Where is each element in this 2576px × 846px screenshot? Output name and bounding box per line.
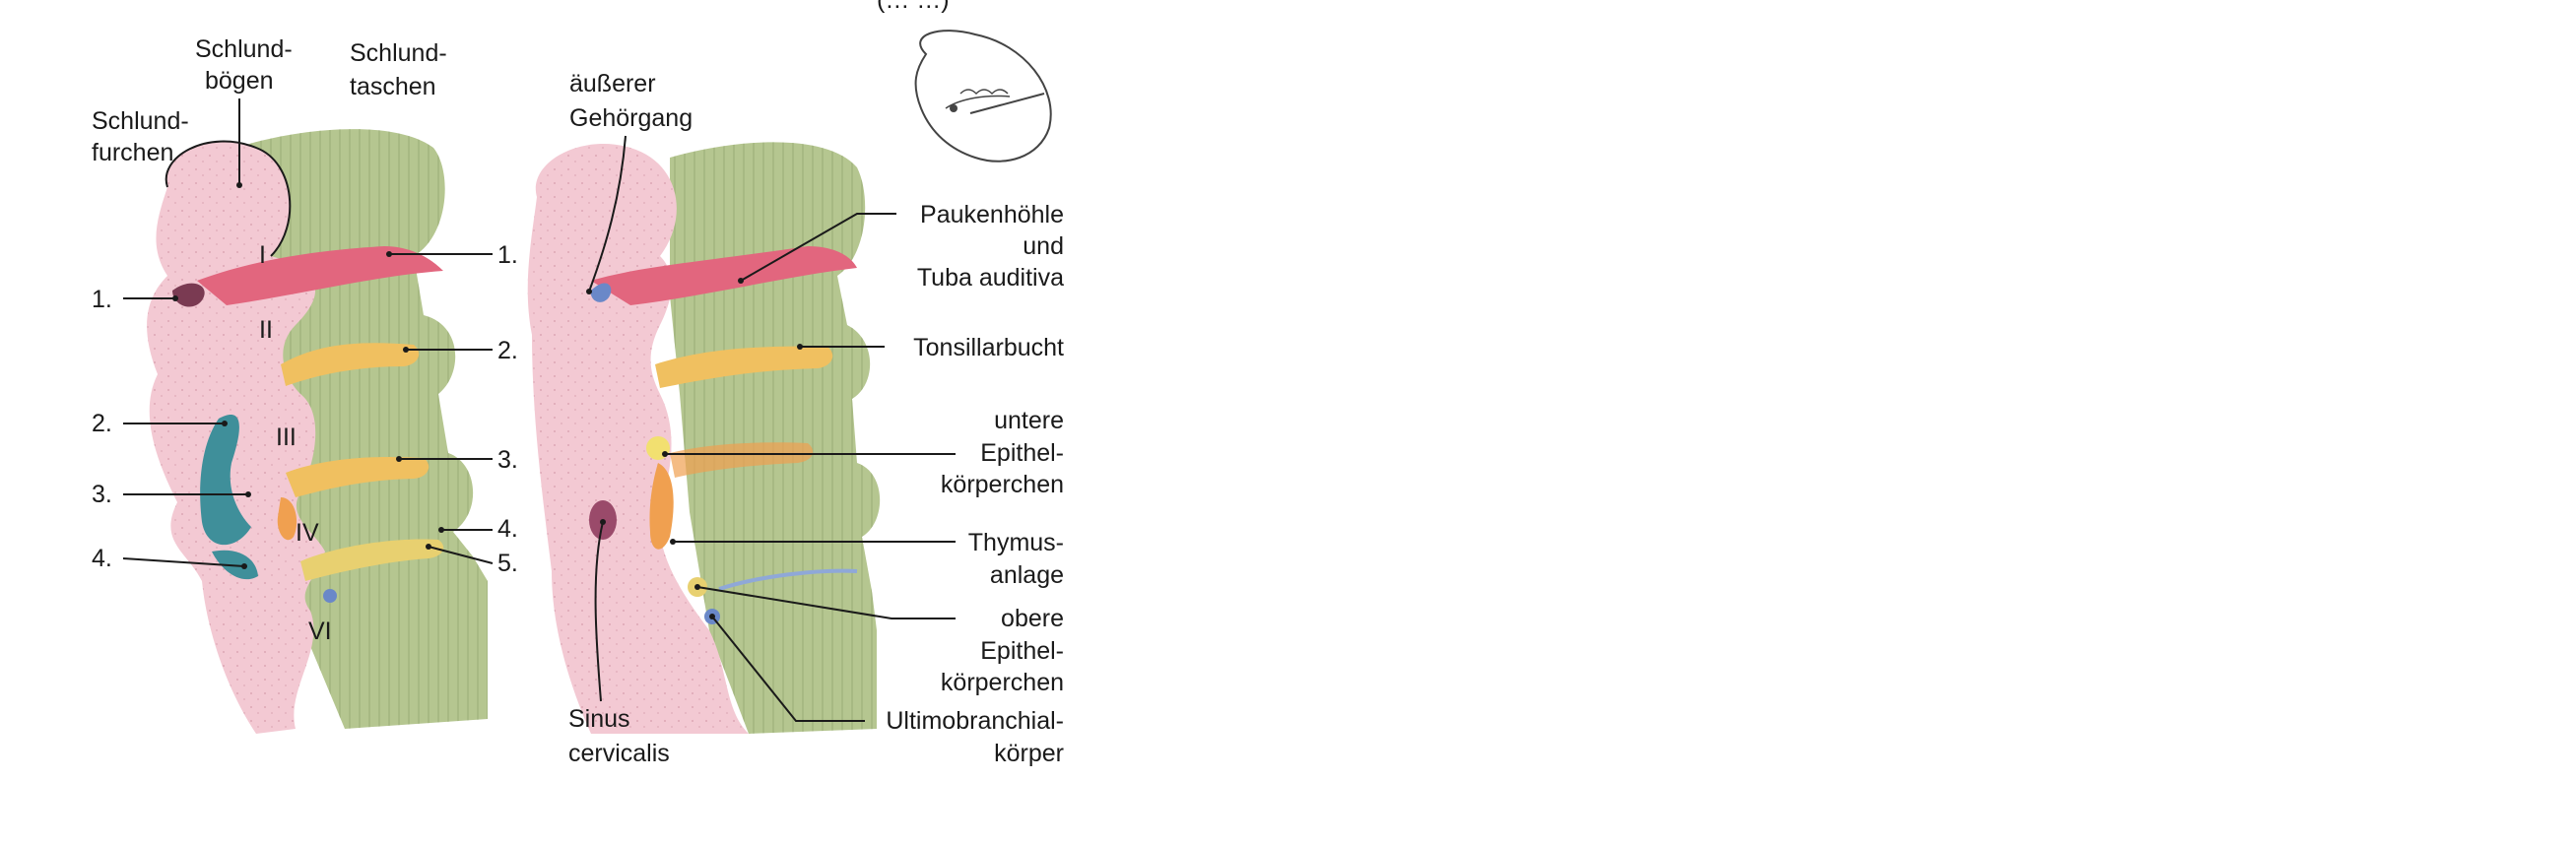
left-embryo-illustration: [147, 129, 488, 735]
upper-parathyroid-line2: Epithel-: [980, 637, 1064, 665]
pouch-5-leader: [428, 546, 494, 564]
heading-pouches-line2: taschen: [350, 73, 436, 100]
tympanic-pouch-red: [591, 246, 857, 305]
ultimobranchial-left: [323, 589, 337, 603]
second-pouch-yellow: [281, 343, 420, 386]
sinus-label-line2: cervicalis: [568, 740, 670, 767]
pouch-1-dot: [386, 251, 392, 257]
pouch-number-4: 4.: [497, 515, 518, 543]
heading-pouches-line1: Schlund-: [350, 39, 447, 67]
heading-clefts-line1: Schlund-: [92, 107, 189, 135]
sinus-leader: [594, 521, 604, 702]
heading-arches-line1: Schlund-: [195, 35, 293, 63]
first-cleft-notch: [172, 283, 205, 307]
embryo-inset-outline: [914, 30, 1052, 163]
cleft-2-dot: [222, 421, 228, 426]
fourth-pouch-yellow: [300, 539, 444, 581]
ear-canal-label-line2: Gehörgang: [569, 104, 693, 132]
tonsil-dot: [797, 344, 803, 350]
ultimobranchial-line1: Ultimobranchial-: [886, 707, 1064, 735]
thymus-dot: [670, 539, 676, 545]
arch-numeral-6: VI: [308, 618, 332, 645]
ultimobranchial-dot: [709, 614, 715, 619]
ultimobranchial-line2: körper: [994, 740, 1064, 767]
pouch-2-dot: [403, 347, 409, 353]
thymus-label-line1: Thymus-: [968, 529, 1064, 556]
tonsillar-yellow: [655, 346, 833, 388]
embryo-inset-sketch: [914, 30, 1052, 163]
upper-parathyroid-leader: [696, 586, 956, 619]
sinus-label-line1: Sinus: [568, 705, 630, 733]
cleft-number-3: 3.: [92, 481, 112, 508]
embryo-inset-bulges: [959, 89, 1009, 96]
pouch-number-1: 1.: [497, 241, 518, 269]
embryo-inset-arches: [945, 95, 1011, 109]
arch-numeral-3: III: [276, 423, 297, 451]
upper-parathyroid-line3: körperchen: [941, 669, 1064, 696]
pouch-4-dot: [438, 527, 444, 533]
tympanic-leader: [740, 213, 896, 282]
right-embryo-illustration: [527, 142, 881, 734]
heading-clefts-line2: furchen: [92, 139, 173, 166]
pouch-5-dot: [426, 544, 431, 550]
ear-canal-dot: [586, 289, 592, 294]
ear-canal-leader: [588, 135, 627, 293]
cleft-number-4: 4.: [92, 545, 112, 572]
sinus-dot: [600, 519, 606, 525]
thymus-bud-left: [277, 497, 297, 541]
pouch-3-dot: [396, 456, 402, 462]
ear-canal-label-line1: äußerer: [569, 70, 656, 98]
right-left-labels: äußerer Gehörgang Sinus cervicalis: [568, 70, 693, 767]
left-headings: Schlund- bögen Schlund- taschen Schlund-…: [92, 35, 447, 188]
tympanic-label-line2: und: [1023, 232, 1064, 260]
tympanic-label-line1: Paukenhöhle: [920, 201, 1064, 228]
pouch-number-labels: 1. 2. 3. 4. 5.: [386, 241, 518, 577]
lower-parathyroid-line3: körperchen: [941, 471, 1064, 498]
fourth-pouch-blue-edge: [718, 568, 858, 591]
heading-arches-line2: bögen: [205, 67, 274, 95]
cleft-4-dot: [241, 563, 247, 569]
third-pouch-yellow: [286, 456, 429, 497]
right-right-labels: Paukenhöhle und Tuba auditiva Tonsillarb…: [662, 201, 1064, 767]
tympanic-dot: [738, 278, 744, 284]
pouch-number-3: 3.: [497, 446, 518, 474]
embryo-inset-eye: [950, 104, 958, 112]
arch-numerals: I II III IV VI: [259, 241, 332, 645]
cervical-sinus-teal: [200, 415, 251, 546]
arch-outline: [165, 140, 292, 257]
lower-parathyroid-dot: [662, 451, 668, 457]
arch-numeral-4: IV: [296, 519, 319, 547]
first-pouch-red: [197, 246, 443, 305]
lower-parathyroid-line2: Epithel-: [980, 439, 1064, 467]
right-pink-texture: [527, 144, 749, 734]
lower-parathyroid-line1: untere: [994, 407, 1064, 434]
cleft-3-dot: [245, 491, 251, 497]
arch-numeral-2: II: [259, 316, 273, 344]
cleft-number-labels: 1. 2. 3. 4.: [92, 286, 251, 572]
thymus-anlage-orange: [649, 463, 674, 550]
arches-leader-dot: [236, 182, 242, 188]
third-pouch-orange: [670, 442, 814, 478]
thymus-label-line2: anlage: [990, 561, 1064, 589]
tympanic-label-line3: Tuba auditiva: [917, 264, 1064, 292]
cleft-number-2: 2.: [92, 410, 112, 437]
arch-numeral-1: I: [259, 241, 266, 269]
pouch-number-5: 5.: [497, 550, 518, 577]
ultimobranchial-leader: [711, 616, 865, 722]
upper-parathyroid-dot: [694, 584, 700, 590]
pouch-number-2: 2.: [497, 337, 518, 364]
embryo-inset-section-line: [969, 93, 1045, 114]
cleft-4-leader: [122, 557, 245, 567]
ear-canal-spot: [590, 283, 612, 302]
cleft-number-1: 1.: [92, 286, 112, 313]
upper-parathyroid-line1: obere: [1001, 605, 1064, 632]
top-fragment-text: (… …): [877, 0, 950, 14]
tonsil-label: Tonsillarbucht: [913, 334, 1064, 361]
cleft-1-dot: [172, 295, 178, 301]
